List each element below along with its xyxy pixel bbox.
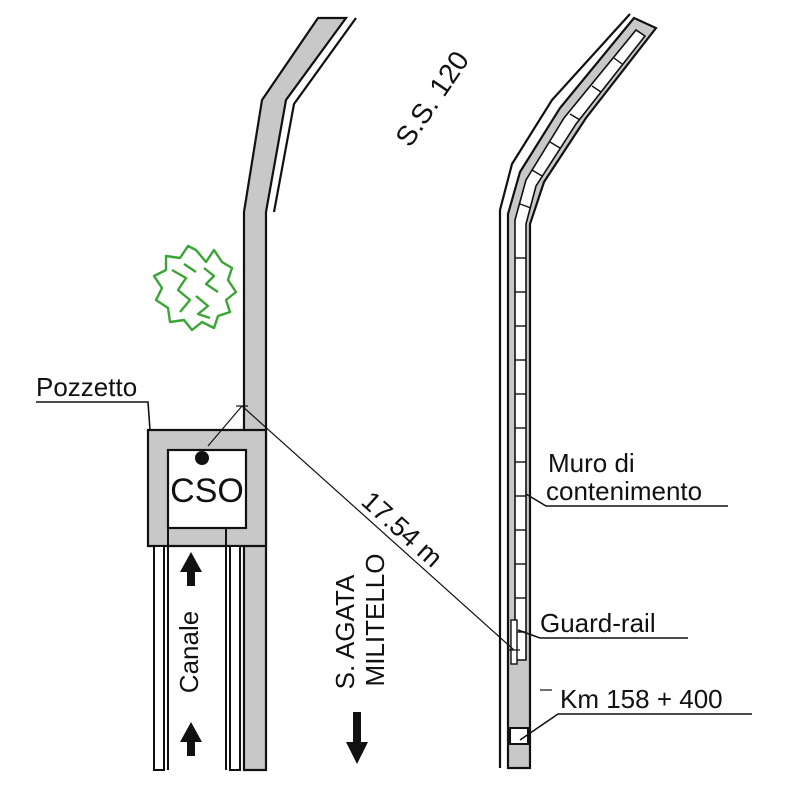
km-label: Km 158 + 400 [560, 684, 723, 714]
tree-symbol-icon [152, 244, 238, 332]
pozzetto-leader-diag [207, 405, 243, 447]
right-road-outer-line [498, 13, 631, 768]
guard-rail-label: Guard-rail [540, 608, 656, 638]
muro-label-line1: Muro di [548, 448, 635, 478]
retaining-wall-ticks [515, 57, 623, 633]
pozzetto-label: Pozzetto [36, 372, 137, 402]
direction-label-line1: S. AGATA [330, 574, 360, 689]
cso-label: CSO [170, 472, 244, 510]
km-leader [519, 713, 752, 741]
arrow-up-icon [180, 722, 202, 756]
cso-box [166, 448, 248, 530]
guard-rail-strip [510, 619, 518, 665]
road-name-label: S.S. 120 [389, 45, 475, 151]
arrow-down-icon [346, 712, 368, 764]
pozzetto-leader [36, 401, 151, 431]
left-road-edge-outer-line [272, 17, 357, 213]
direction-label-line2: MILITELLO [360, 554, 390, 687]
manhole-dot-icon [195, 451, 209, 465]
guard-rail-leader [517, 629, 688, 639]
canale-label: Canale [174, 611, 204, 693]
retaining-wall-inner [514, 28, 647, 661]
distance-line [241, 405, 515, 651]
retaining-wall-band [506, 16, 658, 770]
canale-left-wall [153, 545, 165, 771]
canale-right-wall [229, 545, 241, 771]
muro-leader [525, 493, 728, 507]
arrow-up-icon [180, 552, 202, 586]
km-marker-box [509, 727, 529, 745]
muro-label-line2: contenimento [546, 476, 702, 506]
left-road-edge [242, 16, 349, 772]
